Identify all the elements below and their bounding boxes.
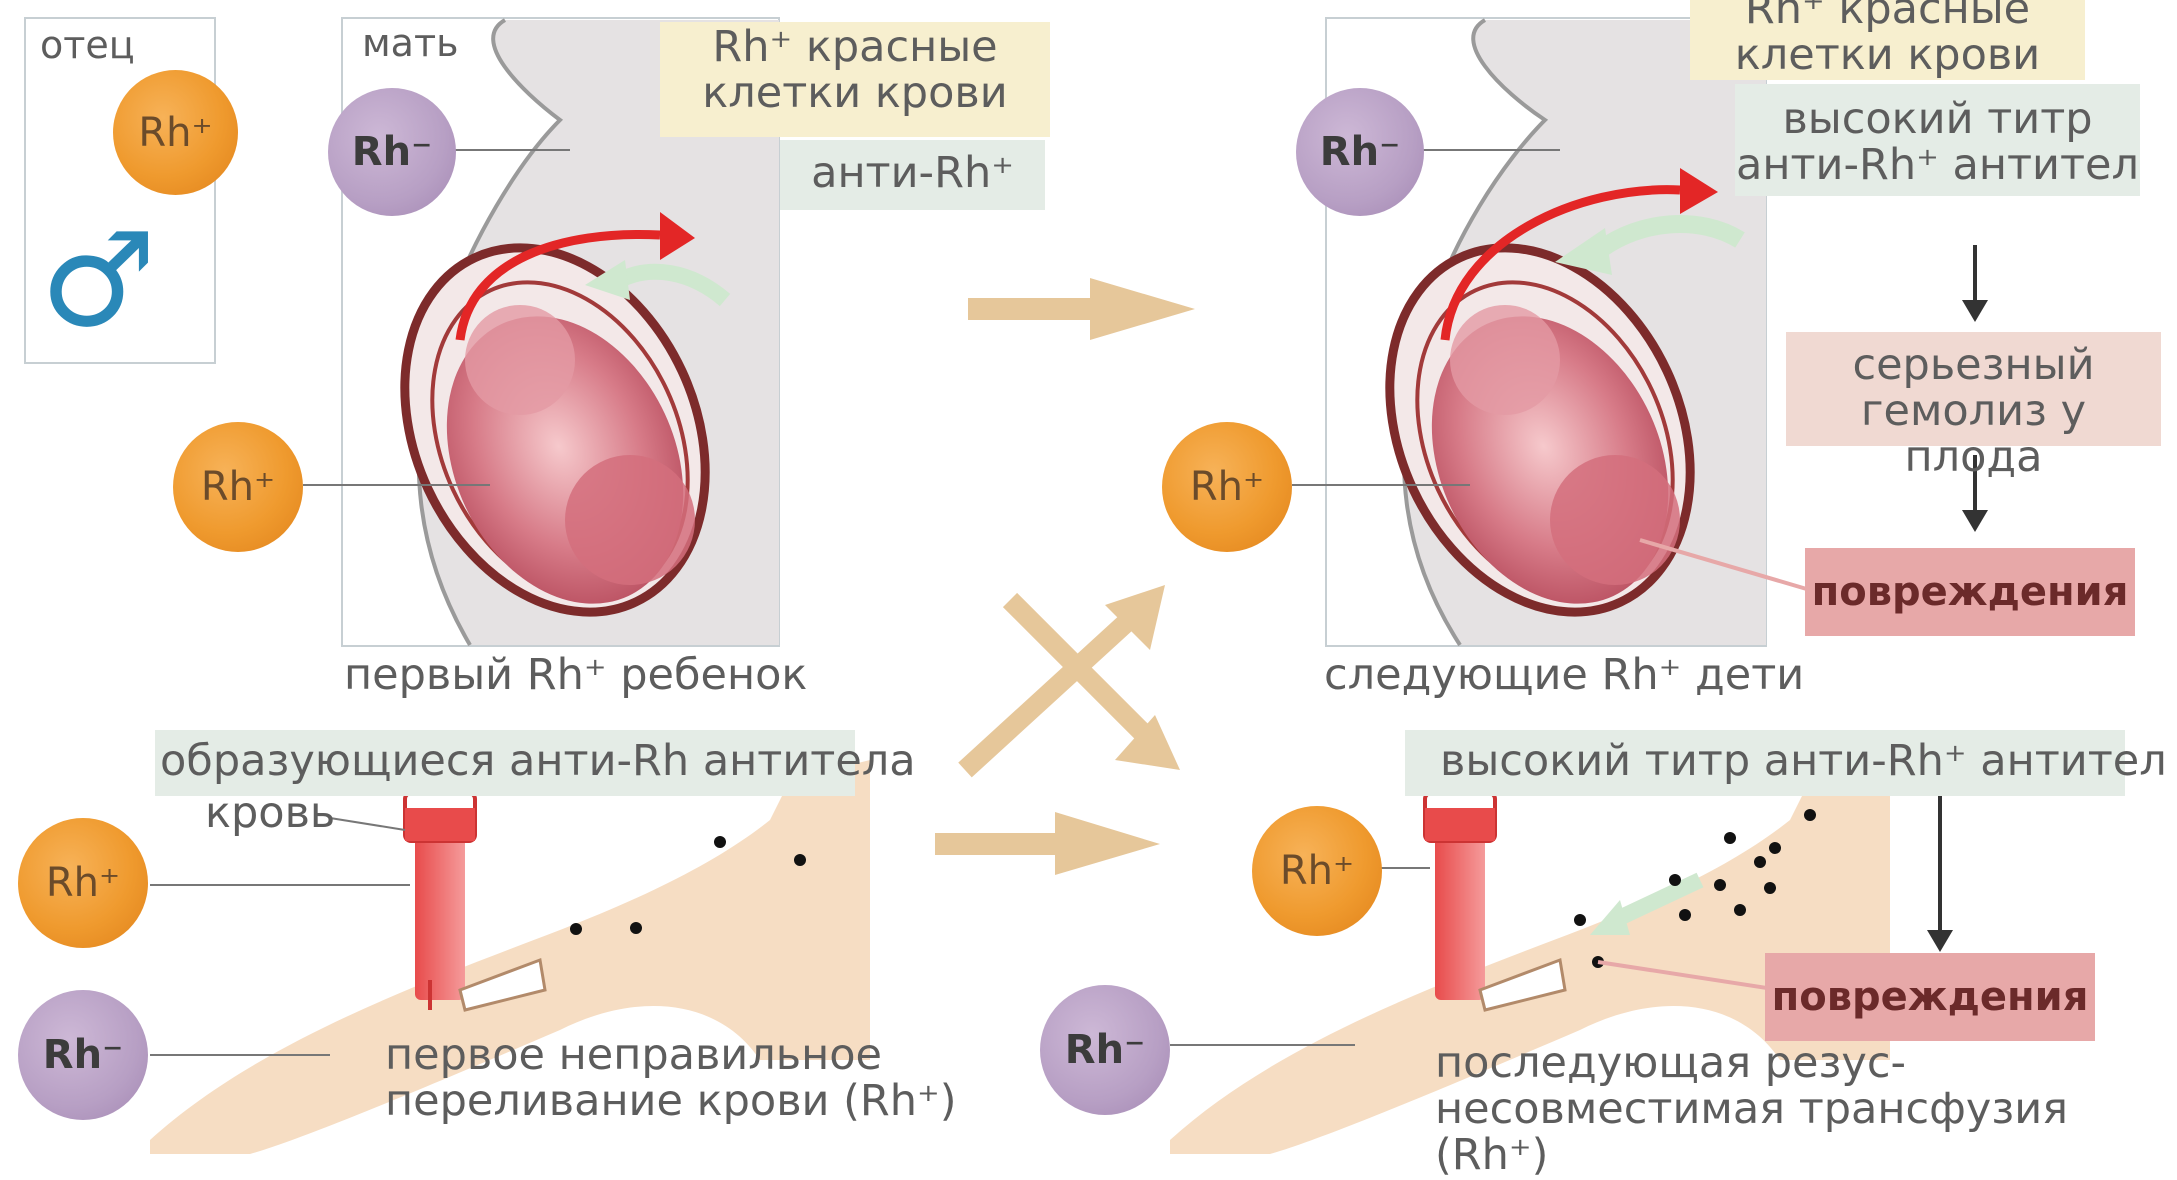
recipient-rh-badge-right: Rh⁻ [1040,985,1170,1115]
father-label: отец [40,22,135,68]
male-symbol-icon: ♂ [40,215,170,355]
anti-rh-label-left: анти-Rh⁺ [780,150,1045,196]
father-rh-badge: Rh⁺ [113,70,238,195]
mother-rh-text-right: Rh⁻ [1320,129,1400,175]
father-rh-text: Rh⁺ [138,110,212,156]
donor-rh-badge-left: Rh⁺ [18,818,148,948]
fetus-rh-badge-right: Rh⁺ [1162,422,1292,552]
forming-antibodies-label: образующиеся анти-Rh антитела [160,738,916,784]
mother-rh-badge-left: Rh⁻ [328,88,456,216]
damage-label-bottom: повреждения [1765,953,2095,1041]
fetus-rh-badge-left: Rh⁺ [173,422,303,552]
recipient-rh-text-right: Rh⁻ [1065,1027,1145,1073]
fetus-rh-text-right: Rh⁺ [1190,464,1264,510]
rh-red-cells-label-right: Rh⁺ красные клетки крови [1690,0,2085,78]
next-children-caption: следующие Rh⁺ дети [1324,652,1804,698]
subsequent-transfusion-caption: последующая резус- несовместимая трансфу… [1435,1040,2177,1178]
donor-rh-badge-right: Rh⁺ [1252,806,1382,936]
damage-label-top: повреждения [1805,548,2135,636]
mother-rh-text-left: Rh⁻ [352,129,432,175]
high-titer-label-bottom: высокий титр анти-Rh⁺ антител [1440,738,2167,784]
hemolysis-label: серьезный гемолиз у плода [1786,342,2161,480]
flow-arrows [935,278,1195,875]
mother-label: мать [362,20,458,66]
recipient-rh-badge-left: Rh⁻ [18,990,148,1120]
high-titer-label-right: высокий титр анти-Rh⁺ антител [1735,96,2140,188]
first-transfusion-caption: первое неправильное переливание крови (R… [385,1032,957,1124]
blood-label: кровь [205,790,335,836]
rh-red-cells-label-left: Rh⁺ красные клетки крови [660,24,1050,116]
donor-rh-text-left: Rh⁺ [46,860,120,906]
recipient-rh-text-left: Rh⁻ [43,1032,123,1078]
donor-rh-text-right: Rh⁺ [1280,848,1354,894]
first-child-caption: первый Rh⁺ ребенок [344,652,807,698]
fetus-rh-text-left: Rh⁺ [201,464,275,510]
mother-rh-badge-right: Rh⁻ [1296,88,1424,216]
